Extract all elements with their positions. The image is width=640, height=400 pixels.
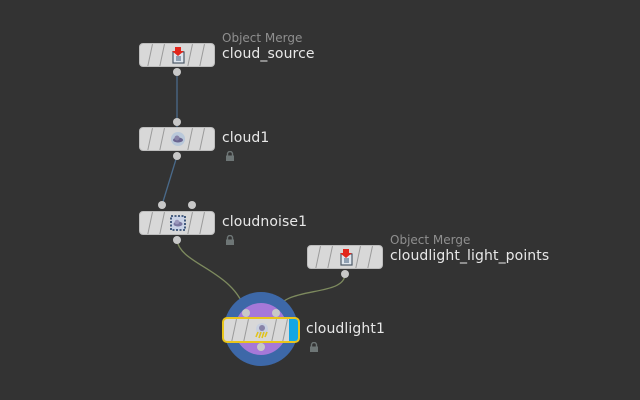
node-name-label[interactable]: cloudlight_light_points [390,248,550,264]
cloud-icon [171,132,185,146]
node-stripe [241,319,249,341]
node-stripe [145,212,153,234]
node-stripe [145,128,153,150]
lock-icon[interactable] [309,342,319,352]
node-stripe [145,44,153,66]
input-dot-cloudnoise1-1[interactable] [188,201,196,209]
node-cloudlight1[interactable] [222,317,300,343]
node-stripe [229,319,237,341]
object-merge-icon [340,249,353,266]
node-name-label[interactable]: cloud1 [222,130,270,146]
node-type-label: Object Merge [222,31,303,45]
node-stripe [157,212,165,234]
node-stripe [197,44,205,66]
output-dot-cloud_source[interactable] [173,68,181,76]
output-dot-light-points[interactable] [341,270,349,278]
cloud-light-icon [255,323,268,339]
input-dot-cloudnoise1-0[interactable] [158,201,166,209]
node-cloud_source[interactable] [139,43,215,67]
cloud-noise-icon [170,215,186,231]
display-flag[interactable] [289,319,298,341]
node-stripe [197,128,205,150]
node-stripe [365,246,373,268]
node-name-label[interactable]: cloud_source [222,46,315,62]
lock-icon[interactable] [225,151,235,161]
input-dot-cloudlight1-0[interactable] [242,309,250,317]
node-stripe [280,319,288,341]
node-stripe [325,246,333,268]
lock-icon[interactable] [225,235,235,245]
input-dot-cloud1[interactable] [173,118,181,126]
node-stripe [157,128,165,150]
wire-cloud1-to-cloudnoise1[interactable] [161,155,178,206]
node-stripe [313,246,321,268]
node-name-label[interactable]: cloudnoise1 [222,214,308,230]
output-dot-cloudlight1[interactable] [257,343,265,351]
node-stripe [197,212,205,234]
output-dot-cloudnoise1[interactable] [173,236,181,244]
output-dot-cloud1[interactable] [173,152,181,160]
node-cloudnoise1[interactable] [139,211,215,235]
node-cloudlight_light_points[interactable] [307,245,383,269]
node-type-label: Object Merge [390,233,471,247]
node-name-label[interactable]: cloudlight1 [306,321,385,337]
input-dot-cloudlight1-1[interactable] [272,309,280,317]
object-merge-icon [172,47,185,64]
node-stripe [157,44,165,66]
node-cloud1[interactable] [139,127,215,151]
